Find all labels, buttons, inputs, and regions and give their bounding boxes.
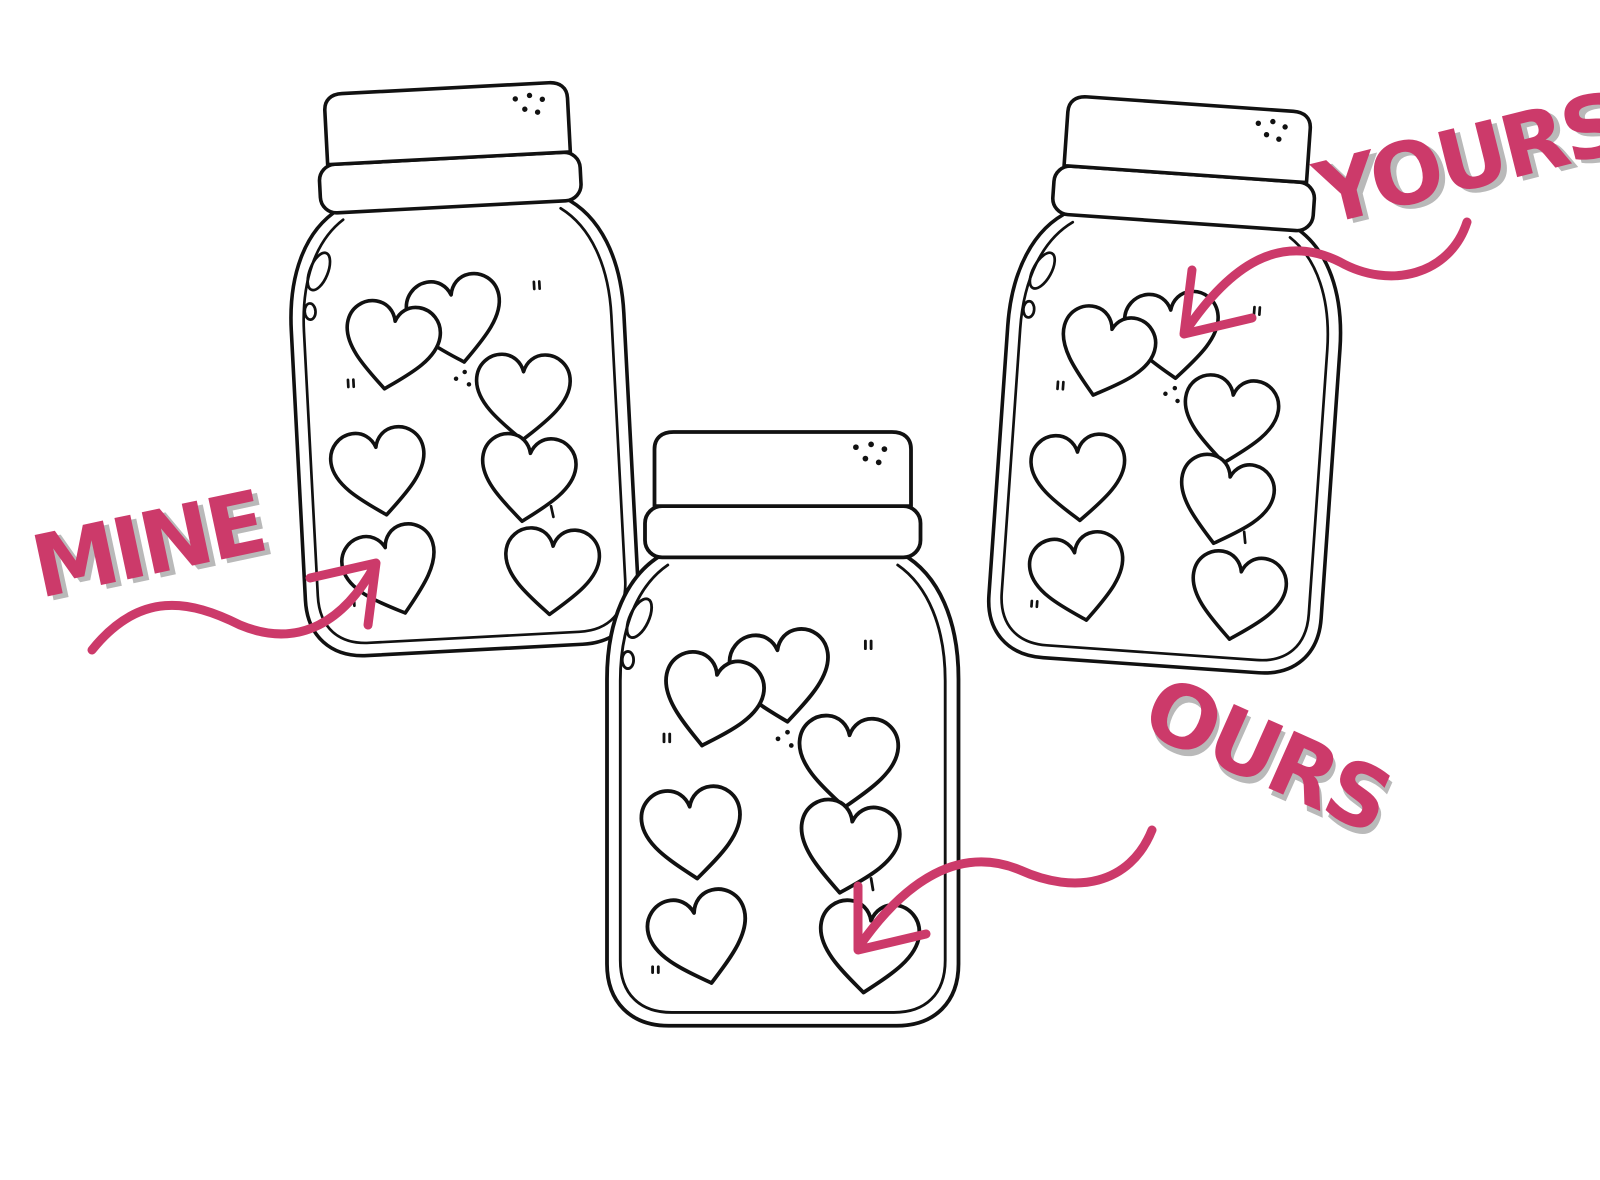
ours-arrow	[853, 825, 1157, 955]
jar-yours	[985, 92, 1356, 676]
ours-label-group: OURS OURS	[1129, 658, 1405, 860]
yours-label-group: YOURS YOURS	[1305, 73, 1600, 249]
yours-arrow	[1179, 217, 1472, 339]
mine-arrow	[87, 558, 381, 655]
ours-label: OURS	[1129, 658, 1403, 853]
mine-label-group: MINE MINE	[24, 472, 278, 622]
